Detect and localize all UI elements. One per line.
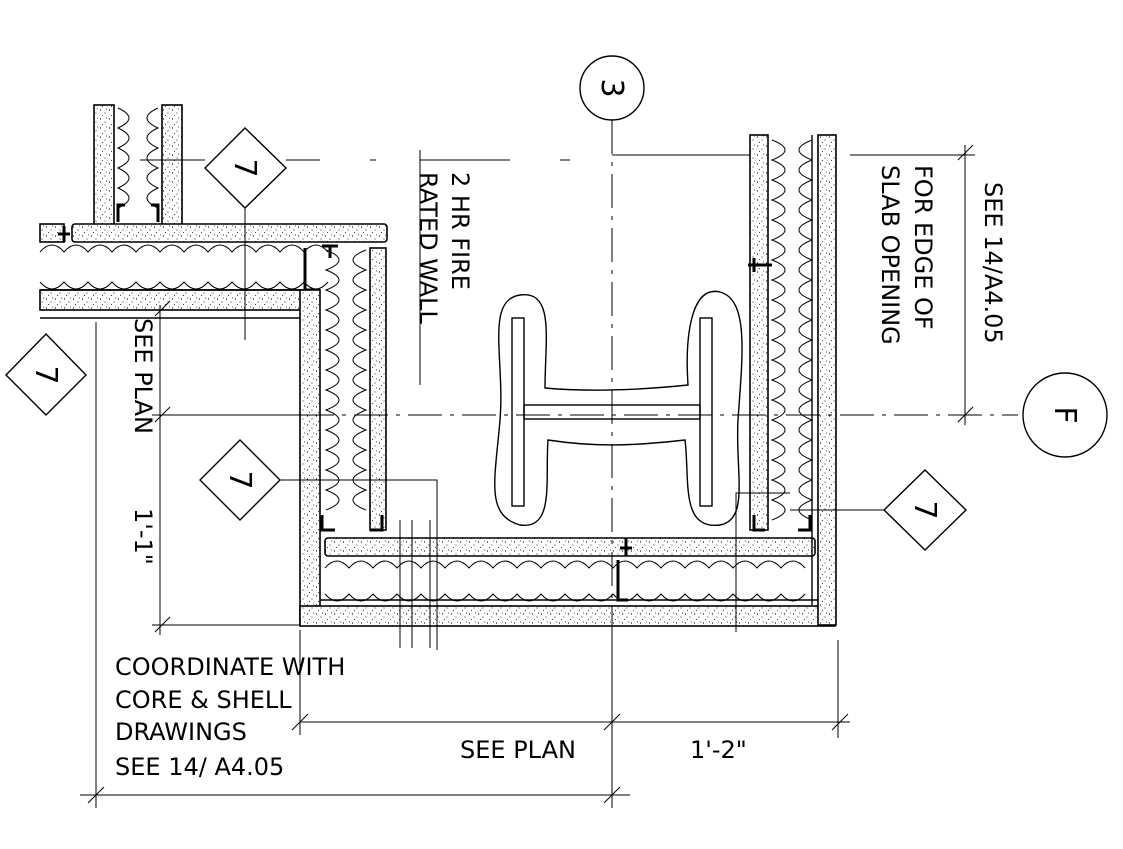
note-fire-wall-line2: RATED WALL: [414, 172, 442, 324]
dimension-vertical-left: [152, 300, 300, 635]
dimension-horizontal-bottom: [291, 630, 850, 738]
note-coordinate-line2: CORE & SHELL: [115, 686, 292, 714]
note-see-ref-vertical: SEE 14/A4.05: [979, 182, 1007, 344]
grid-label-f: F: [1047, 406, 1082, 423]
left-return-wall: [299, 244, 387, 626]
detail-tag-right: 7: [735, 469, 968, 632]
steel-column: [494, 290, 743, 526]
dimension-horizontal-overall: [80, 322, 630, 808]
note-see-plan-bottom: SEE PLAN: [460, 736, 576, 764]
right-insulation: [770, 139, 814, 521]
left-top-insulation: [116, 107, 160, 209]
dim-label-bottom: 1'-2": [690, 736, 747, 764]
left-return-insulation: [324, 249, 368, 511]
leader-lines: [370, 150, 862, 385]
bottom-wall: [299, 537, 836, 627]
left-top-wall: [93, 104, 183, 226]
detail-tag-left-label: 7: [28, 365, 63, 384]
note-slab-line1: FOR EDGE OF: [909, 165, 937, 330]
left-horizontal-wall: [39, 223, 388, 319]
detail-tag-left: 7: [5, 332, 87, 416]
left-horizontal-insulation: [39, 244, 329, 290]
bottom-insulation: [324, 560, 806, 602]
detail-tag-mid-label: 7: [222, 470, 257, 489]
note-coordinate-line4: SEE 14/ A4.05: [115, 753, 284, 781]
detail-tag-top-label: 7: [227, 158, 262, 177]
grid-label-3: 3: [594, 78, 629, 97]
grid-bubble-f: F: [1022, 372, 1108, 458]
dimension-vertical-right: [850, 144, 975, 425]
detail-tag-mid: 7: [199, 439, 438, 650]
detail-tag-top: 7: [140, 127, 320, 340]
note-fire-wall-line1: 2 HR FIRE: [446, 172, 474, 290]
grid-lines: [300, 120, 1018, 715]
note-see-plan-vertical: SEE PLAN: [129, 318, 157, 434]
grid-bubble-3: 3: [579, 55, 645, 121]
dim-label-vertical: 1'-1": [129, 508, 157, 565]
note-coordinate-line3: DRAWINGS: [115, 718, 247, 746]
note-slab-line2: SLAB OPENING: [876, 165, 904, 345]
note-coordinate-line1: COORDINATE WITH: [115, 653, 345, 681]
right-wall: [748, 134, 837, 626]
detail-tag-right-label: 7: [907, 500, 942, 519]
